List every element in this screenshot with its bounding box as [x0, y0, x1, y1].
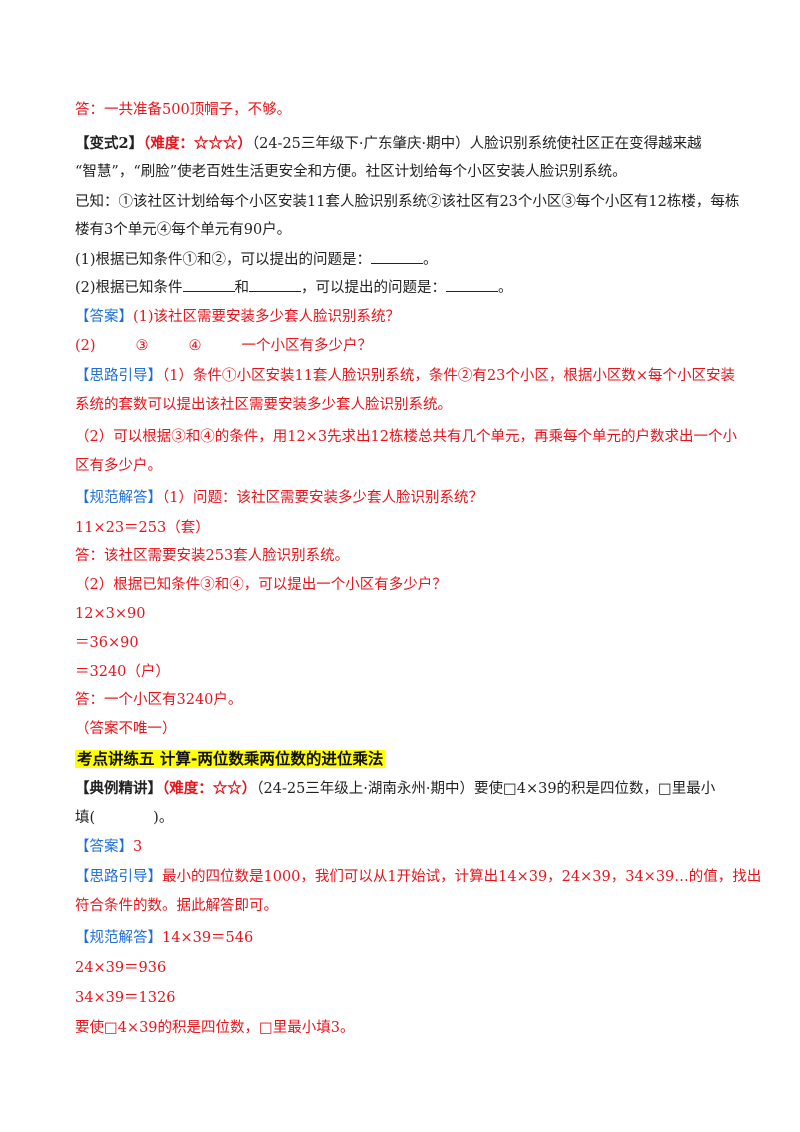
variant-2-header: 【变式2】（难度：☆☆☆）（24-25三年级下·广东肇庆·期中）人脸识别系统使社… [75, 134, 735, 154]
sub-question-1-text: (1)根据已知条件①和②，可以提出的问题是： [75, 252, 372, 268]
answer-blank [446, 278, 499, 292]
example-solution-1: 【规范解答】14×39＝546 [75, 928, 735, 948]
answer-2-cond-4: ④ [188, 338, 202, 354]
sub-question-1-end: 。 [423, 252, 438, 268]
solution-text-2: 11×23＝253（套） [75, 520, 210, 536]
solution-line-2: 11×23＝253（套） [75, 518, 735, 538]
example-hint-1: 【思路引导】最小的四位数是1000，我们可以从1开始试，计算出14×39，24×… [75, 867, 761, 887]
solution-line-5: 12×3×90 [75, 604, 735, 624]
question-text: “智慧”，“刷脸”使老百姓生活更安全和方便。社区计划给每个小区安装人脸识别系统。 [75, 164, 627, 180]
variant-2-tag: 【变式2】 [75, 135, 144, 152]
example-hint-text-1: 最小的四位数是1000，我们可以从1开始试，计算出14×39，24×39，34×… [162, 869, 762, 885]
conditions-line: 已知：①该社区计划给每个小区安装11套人脸识别系统②该社区有23个小区③每个小区… [75, 192, 739, 212]
solution-line-9: （答案不唯一） [75, 719, 735, 739]
example-solution-2: 24×39＝936 [75, 958, 735, 978]
hint-tag: 【思路引导】 [75, 368, 162, 384]
conditions-line-cont: 楼有3个单元④每个单元有90户。 [75, 220, 735, 240]
prev-answer-line: 答：一共准备500顶帽子，不够。 [75, 100, 735, 120]
solution-text-4: （2）根据已知条件③和④，可以提出一个小区有多少户？ [75, 577, 447, 593]
question-line: “智慧”，“刷脸”使老百姓生活更安全和方便。社区计划给每个小区安装人脸识别系统。 [75, 162, 735, 182]
answer-blank [249, 278, 302, 292]
question-source: （24-25三年级下·广东肇庆·期中）人脸识别系统使社区正在变得越来越 [251, 136, 702, 152]
solution-tag: 【规范解答】 [75, 490, 162, 506]
answer-tag: 【答案】 [75, 309, 133, 325]
answer-line-1: 【答案】(1)该社区需要安装多少套人脸识别系统？ [75, 307, 735, 327]
solution-text-1: （1）问题：该社区需要安装多少套人脸识别系统？ [162, 490, 483, 506]
sub-question-2-and: 和 [234, 280, 250, 296]
solution-text-3: 答：该社区需要安装253套人脸识别系统。 [75, 548, 350, 564]
answer-2-cond-3: ③ [135, 338, 149, 354]
solution-text-5: 12×3×90 [75, 606, 146, 622]
solution-line-8: 答：一个小区有3240户。 [75, 690, 735, 710]
hint-tag-2: 【思路引导】 [75, 869, 162, 885]
hint-line-2: 系统的套数可以提出该社区需要安装多少套人脸识别系统。 [75, 395, 735, 415]
hint-line-3: （2）可以根据③和④的条件，用12×3先求出12栋楼总共有几个单元，再乘每个单元… [75, 427, 737, 447]
hint-text-1: （1）条件①小区安装11套人脸识别系统，条件②有23个小区，根据小区数×每个小区… [162, 368, 736, 384]
solution-tag-2: 【规范解答】 [75, 930, 162, 946]
answer-text-1: (1)该社区需要安装多少套人脸识别系统？ [133, 309, 401, 325]
difficulty-label-2: （难度：☆☆） [162, 780, 257, 797]
sub-question-2: (2)根据已知条件 和 ，可以提出的问题是： 。 [75, 278, 735, 298]
solution-text-6: ＝36×90 [75, 635, 139, 651]
hint-line-4: 区有多少户。 [75, 456, 735, 476]
hint-text-4: 区有多少户。 [75, 458, 162, 474]
hint-text-2: 系统的套数可以提出该社区需要安装多少套人脸识别系统。 [75, 397, 452, 413]
solution-line-4: （2）根据已知条件③和④，可以提出一个小区有多少户？ [75, 575, 735, 595]
answer-2-question: 一个小区有多少户？ [241, 338, 373, 354]
answer-blank [371, 250, 424, 264]
solution-text-9: （答案不唯一） [75, 721, 177, 737]
section-heading: 考点讲练五 计算-两位数乘两位数的进位乘法 [75, 748, 735, 770]
example-line-2: 填( )。 [75, 808, 735, 828]
prev-answer-text: 答：一共准备500顶帽子，不够。 [75, 102, 292, 118]
solution-line-6: ＝36×90 [75, 633, 735, 653]
difficulty-label: （难度：☆☆☆） [143, 135, 252, 152]
example-solution-text-3: 34×39＝1326 [75, 990, 176, 1006]
solution-line-3: 答：该社区需要安装253套人脸识别系统。 [75, 546, 735, 566]
example-solution-text-1: 14×39＝546 [162, 930, 254, 946]
sub-question-2-text-b: ，可以提出的问题是： [301, 280, 447, 296]
answer-line-2: (2) ③ ④ 一个小区有多少户？ [75, 336, 735, 356]
example-source: （24-25三年级上·湖南永州·期中）要使□4×39的积是四位数，□里最小 [256, 781, 716, 797]
section-heading-text: 考点讲练五 计算-两位数乘两位数的进位乘法 [75, 750, 386, 768]
answer-tag-2: 【答案】 [75, 839, 133, 855]
example-answer: 【答案】3 [75, 837, 735, 857]
example-tag: 【典例精讲】 [75, 780, 162, 797]
example-hint-2: 符合条件的数。据此解答即可。 [75, 896, 735, 916]
conditions-text-cont: 楼有3个单元④每个单元有90户。 [75, 222, 292, 238]
sub-question-2-end: 。 [498, 280, 513, 296]
example-text-2: 填( )。 [75, 810, 174, 826]
sub-question-2-text: (2)根据已知条件 [75, 280, 183, 296]
solution-text-8: 答：一个小区有3240户。 [75, 692, 243, 708]
hint-text-3: （2）可以根据③和④的条件，用12×3先求出12栋楼总共有几个单元，再乘每个单元… [75, 429, 737, 445]
solution-line-7: ＝3240（户） [75, 662, 735, 682]
example-header: 【典例精讲】（难度：☆☆）（24-25三年级上·湖南永州·期中）要使□4×39的… [75, 779, 735, 799]
conditions-text: 已知：①该社区计划给每个小区安装11套人脸识别系统②该社区有23个小区③每个小区… [75, 194, 740, 210]
answer-2-label: (2) [75, 338, 96, 354]
example-hint-text-2: 符合条件的数。据此解答即可。 [75, 898, 278, 914]
solution-line-1: 【规范解答】（1）问题：该社区需要安装多少套人脸识别系统？ [75, 488, 735, 508]
solution-text-7: ＝3240（户） [75, 664, 170, 680]
answer-blank [182, 278, 235, 292]
example-solution-4: 要使□4×39的积是四位数，□里最小填3。 [75, 1018, 735, 1038]
example-solution-text-4: 要使□4×39的积是四位数，□里最小填3。 [75, 1020, 355, 1036]
example-answer-value: 3 [133, 839, 143, 855]
sub-question-1: (1)根据已知条件①和②，可以提出的问题是： 。 [75, 250, 735, 270]
example-solution-text-2: 24×39＝936 [75, 960, 167, 976]
hint-line-1: 【思路引导】（1）条件①小区安装11套人脸识别系统，条件②有23个小区，根据小区… [75, 366, 735, 386]
example-solution-3: 34×39＝1326 [75, 988, 735, 1008]
